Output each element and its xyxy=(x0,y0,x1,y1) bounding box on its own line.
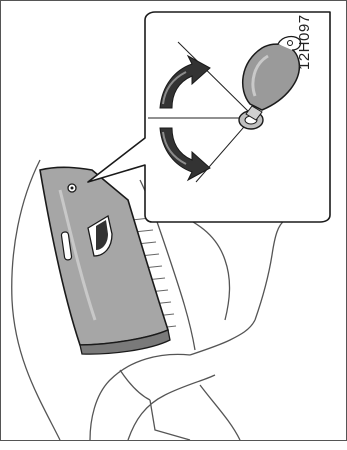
figure-code-label: 12H097 xyxy=(296,0,314,70)
